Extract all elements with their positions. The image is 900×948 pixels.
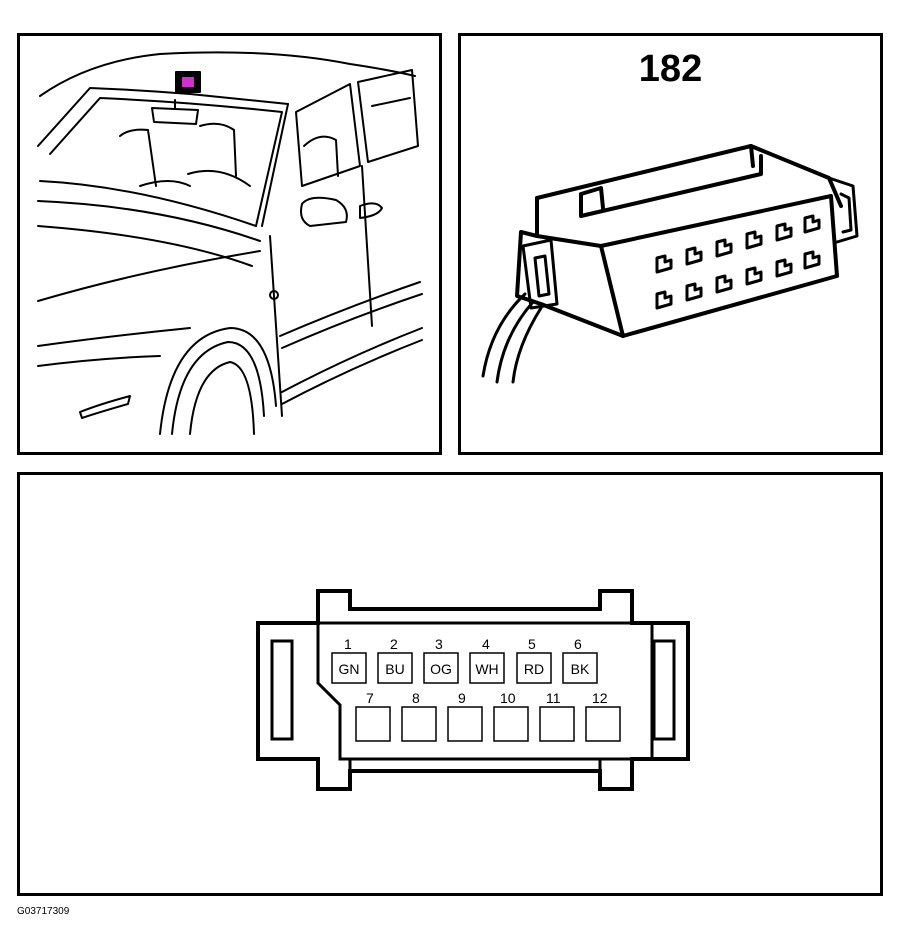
pin-wire-color: WH bbox=[475, 661, 498, 677]
pinout-panel: 1 GN 2 BU 3 OG 4 WH 5 RD bbox=[17, 472, 883, 896]
pin-6: 6 BK bbox=[562, 636, 598, 684]
pin-2: 2 BU bbox=[377, 636, 413, 684]
pin-wire-color: GN bbox=[339, 661, 360, 677]
pin-number: 4 bbox=[482, 636, 490, 652]
connector-number: 182 bbox=[638, 48, 703, 90]
pin-wire-color: OG bbox=[430, 661, 452, 677]
pin-wire-color: BU bbox=[385, 661, 404, 677]
pin-4: 4 WH bbox=[469, 636, 505, 684]
pin-row-top: 1 GN 2 BU 3 OG 4 WH 5 RD bbox=[331, 636, 598, 684]
location-marker bbox=[182, 77, 194, 87]
connector-view-panel: 182 bbox=[458, 33, 883, 455]
pin-9: 9 bbox=[447, 690, 483, 742]
pin-8: 8 bbox=[401, 690, 437, 742]
pin-number: 1 bbox=[344, 636, 352, 652]
pin-number: 9 bbox=[458, 690, 466, 706]
vehicle-drawing bbox=[37, 51, 423, 435]
pin-11: 11 bbox=[539, 690, 575, 742]
pin-number: 12 bbox=[592, 690, 608, 706]
pin-number: 3 bbox=[435, 636, 443, 652]
pin-number: 2 bbox=[390, 636, 398, 652]
pin-row-bottom: 7 8 9 10 11 12 bbox=[355, 690, 621, 742]
vehicle-location-panel bbox=[17, 33, 442, 455]
pin-12: 12 bbox=[585, 690, 621, 742]
connector-drawing bbox=[481, 144, 859, 384]
pin-number: 10 bbox=[500, 690, 516, 706]
pin-number: 11 bbox=[546, 690, 561, 706]
pin-number: 5 bbox=[528, 636, 536, 652]
figure-code: G03717309 bbox=[17, 906, 70, 917]
pin-number: 8 bbox=[412, 690, 420, 706]
pin-3: 3 OG bbox=[423, 636, 459, 684]
pin-5: 5 RD bbox=[516, 636, 552, 684]
pin-1: 1 GN bbox=[331, 636, 367, 684]
pin-number: 7 bbox=[366, 690, 374, 706]
pin-10: 10 bbox=[493, 690, 529, 742]
pinout-drawing: 1 GN 2 BU 3 OG 4 WH 5 RD bbox=[256, 589, 690, 791]
pin-wire-color: RD bbox=[524, 661, 544, 677]
pin-wire-color: BK bbox=[571, 661, 590, 677]
pin-7: 7 bbox=[355, 690, 391, 742]
pin-number: 6 bbox=[574, 636, 582, 652]
